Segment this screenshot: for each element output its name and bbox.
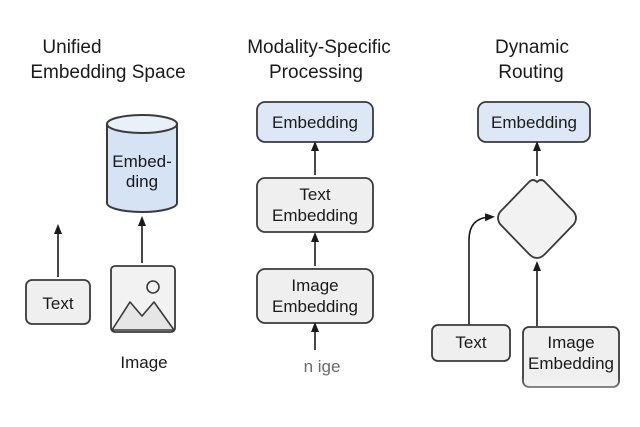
panel-modality-specific-processing: Modality-Specific Processing Embedding T…	[247, 37, 391, 376]
image-embedding-box: Image Embedding	[256, 268, 374, 324]
embedding-cylinder: Embed- ding	[106, 114, 178, 213]
panel-title-line2: Routing	[498, 62, 564, 83]
text-input-label: Text	[42, 294, 73, 313]
embedding-box-top: Embedding	[477, 101, 591, 143]
router-diamond	[497, 179, 577, 259]
embedding-box-label: Embedding	[491, 113, 577, 132]
panel-title-line2: Processing	[269, 62, 363, 83]
cylinder-label-line2: ding	[126, 172, 158, 191]
text-input-label: Text	[455, 333, 486, 352]
panel-title-line1: Unified	[42, 37, 101, 58]
text-embedding-box: Text Embedding	[256, 177, 374, 233]
embedding-box-top: Embedding	[256, 101, 374, 143]
panel-title-line1: Modality-Specific	[247, 37, 391, 58]
image-embedding-box: Image Embedding	[522, 326, 620, 388]
image-embedding-line1: Image	[291, 276, 338, 295]
input-label: n ige	[304, 357, 341, 376]
image-label: Image	[120, 353, 167, 372]
panel-title-line1: Dynamic	[495, 37, 569, 58]
image-embedding-line1: Image	[547, 333, 594, 352]
text-embedding-line1: Text	[299, 185, 330, 204]
image-embedding-line2: Embedding	[272, 297, 358, 316]
panel-dynamic-routing: Dynamic Routing Embedding Text Image Emb…	[431, 37, 620, 388]
text-input-box: Text	[25, 279, 91, 325]
embedding-box-label: Embedding	[272, 113, 358, 132]
arrow-text-to-router	[468, 213, 495, 325]
panel-title-line2: Embedding Space	[30, 62, 185, 83]
text-embedding-line2: Embedding	[272, 206, 358, 225]
image-embedding-line2: Embedding	[528, 354, 614, 373]
panel-unified-embedding-space: Unified Embedding Space Embed- ding Text…	[25, 37, 186, 372]
image-icon	[110, 265, 176, 333]
text-input-box: Text	[431, 324, 511, 362]
cylinder-label-line1: Embed-	[112, 152, 172, 171]
